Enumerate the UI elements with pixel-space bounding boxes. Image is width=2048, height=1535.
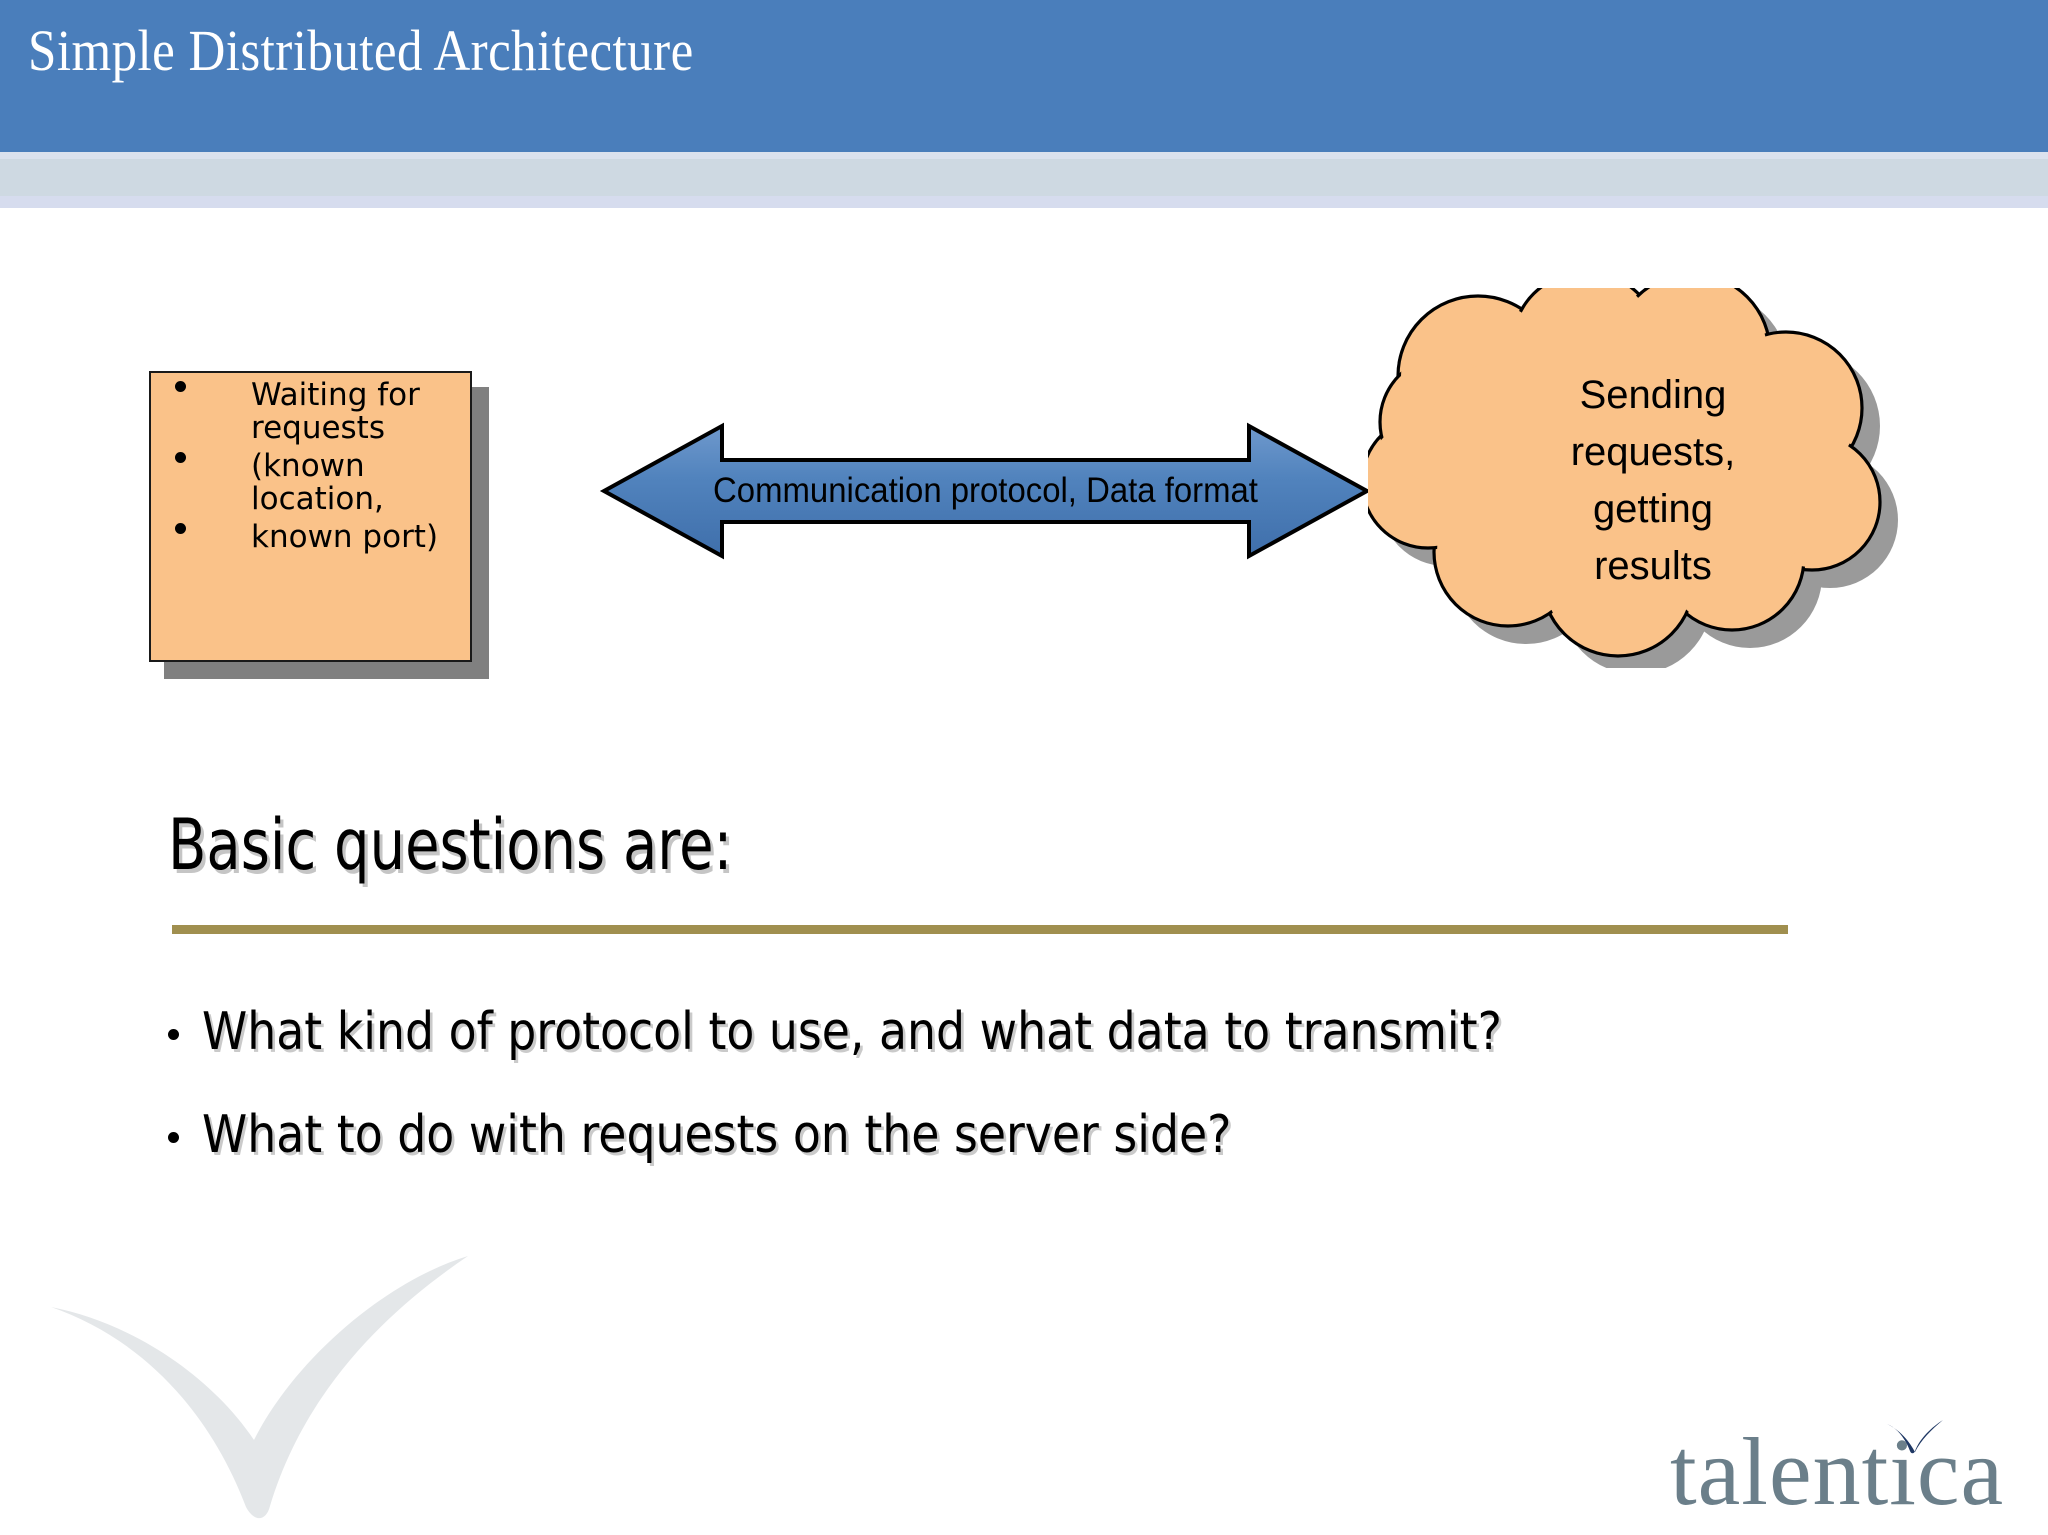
server-bullet-text: Waiting for requests	[251, 377, 420, 447]
cloud-line: getting	[1592, 487, 1714, 531]
section-heading: Basic questions are:	[168, 804, 733, 886]
server-box: Waiting for requests (known location, kn…	[149, 371, 472, 662]
cloud-label: Sending requests, getting results	[1368, 288, 1928, 668]
question-text: What to do with requests on the server s…	[202, 1104, 1232, 1165]
subtitle-band-bottom-edge	[0, 196, 2048, 208]
bullet-dot-icon	[168, 1029, 179, 1040]
communication-arrow: Communication protocol, Data format	[598, 420, 1373, 562]
cloud-line: Sending	[1579, 373, 1727, 418]
list-item: Waiting for requests	[151, 377, 470, 447]
bullet-dot-icon	[175, 381, 186, 392]
cloud-line: results	[1594, 543, 1712, 588]
list-item: (known location,	[151, 447, 470, 518]
logo-wordmark: talentica	[1670, 1418, 2005, 1525]
cloud-shape-icon	[1360, 270, 1898, 674]
list-item: What kind of protocol to use, and what d…	[160, 1005, 1880, 1060]
list-item: What to do with requests on the server s…	[160, 1104, 1880, 1165]
bullet-dot-icon	[168, 1131, 179, 1143]
subtitle-band	[0, 159, 2048, 201]
arrow-label: Communication protocol, Data format	[713, 471, 1258, 510]
page-title: Simple Distributed Architecture	[28, 18, 694, 83]
logo-check-icon	[1887, 1420, 1943, 1454]
heading-divider	[172, 925, 1788, 934]
server-bullet-text: known port)	[251, 518, 439, 555]
double-arrow-icon	[599, 422, 1372, 560]
questions-list: What kind of protocol to use, and what d…	[160, 1005, 1880, 1210]
cloud-line: requests,	[1570, 430, 1736, 475]
question-text: What kind of protocol to use, and what d…	[202, 1002, 1502, 1062]
list-item: known port)	[151, 518, 470, 555]
title-band	[0, 0, 2048, 152]
title-band-accent	[0, 152, 2048, 159]
checkmark-watermark-icon	[51, 1256, 468, 1519]
bullet-dot-icon	[175, 522, 186, 534]
client-cloud: Sending requests, getting results	[1360, 270, 1928, 674]
talentica-logo: talentica	[1670, 1418, 2025, 1528]
bullet-dot-icon	[175, 451, 186, 463]
server-box-bullet-list: Waiting for requests (known location, kn…	[151, 377, 470, 558]
server-bullet-text: (known location,	[251, 447, 384, 518]
